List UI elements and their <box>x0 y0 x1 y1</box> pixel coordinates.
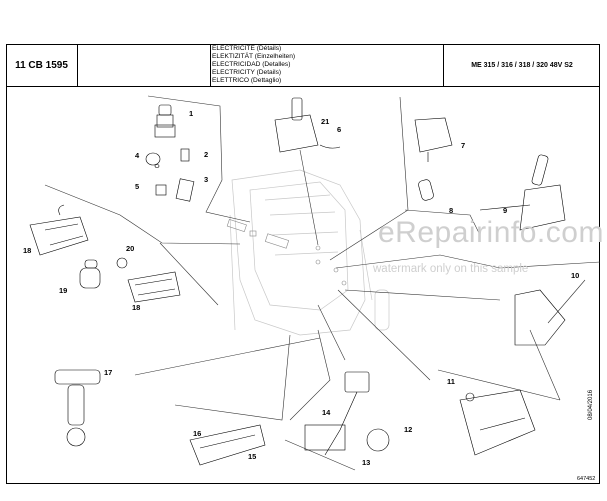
callout-19: 19 <box>59 286 68 295</box>
callout-18-left: 18 <box>23 246 32 255</box>
section-titles: ELECTRICITE (Détails) ELEKTIZITÄT (Einze… <box>212 45 295 85</box>
page-frame <box>6 44 600 484</box>
part-beacon-7 <box>414 117 453 162</box>
part-ignition-switch <box>154 104 176 138</box>
callout-3: 3 <box>204 175 209 184</box>
part-horn-button <box>145 152 161 168</box>
part-switch-3 <box>175 178 195 202</box>
part-bulb-20 <box>116 257 128 269</box>
part-key <box>180 148 190 162</box>
part-front-lamp <box>127 271 181 303</box>
callout-18-right: 18 <box>132 303 141 312</box>
callout-2: 2 <box>204 150 209 159</box>
part-lever-9 <box>479 154 566 231</box>
title-block: 11 CB 1595 ELECTRICITE (Détails) ELEKTIZ… <box>6 44 600 87</box>
part-valve-17 <box>54 369 101 447</box>
truck-silhouette <box>229 169 390 336</box>
callout-11: 11 <box>447 377 455 386</box>
part-rear-lamp <box>29 204 89 256</box>
title-it: ELETTRICO (Dettaglio) <box>212 77 282 84</box>
callout-20: 20 <box>126 244 135 253</box>
callout-12: 12 <box>404 425 413 434</box>
title-es: ELECTRICIDAD (Detalles) <box>212 61 291 68</box>
watermark-brand: eRepairinfo.com <box>378 216 604 249</box>
part-contactor-21 <box>274 97 341 153</box>
callout-13: 13 <box>362 458 371 467</box>
reference-number: 11 CB 1595 <box>6 44 78 86</box>
drawing-code: 647452 <box>577 476 596 482</box>
callout-8: 8 <box>449 206 454 215</box>
callout-1: 1 <box>189 109 194 118</box>
callout-16: 16 <box>193 429 202 438</box>
part-grip-8 <box>418 179 434 201</box>
callout-6: 6 <box>337 125 342 134</box>
callout-9: 9 <box>503 206 508 215</box>
model-range: ME 315 / 316 / 318 / 320 48V S2 <box>443 44 600 86</box>
title-de: ELEKTIZITÄT (Einzelheiten) <box>212 53 296 60</box>
leader-lines <box>44 95 601 471</box>
title-fr: ELECTRICITE (Détails) <box>212 45 282 52</box>
title-en: ELECTRICITY (Details) <box>212 69 282 76</box>
callout-7: 7 <box>461 141 466 150</box>
part-sensor-16 <box>189 424 266 466</box>
part-valve-block <box>459 389 536 456</box>
callout-21: 21 <box>321 117 330 126</box>
part-pedal-assembly <box>304 371 390 456</box>
part-relay <box>155 184 167 196</box>
part-beacon-19 <box>79 259 101 289</box>
watermark-note: watermark only on this sample <box>373 263 529 275</box>
callout-14: 14 <box>322 408 331 417</box>
callout-4: 4 <box>135 151 140 160</box>
callout-5: 5 <box>135 182 140 191</box>
callout-17: 17 <box>104 368 113 377</box>
callout-10: 10 <box>571 271 580 280</box>
print-date: 08/04/2016 <box>588 389 594 420</box>
part-accelerator-10 <box>514 289 566 346</box>
callout-15: 15 <box>248 452 257 461</box>
